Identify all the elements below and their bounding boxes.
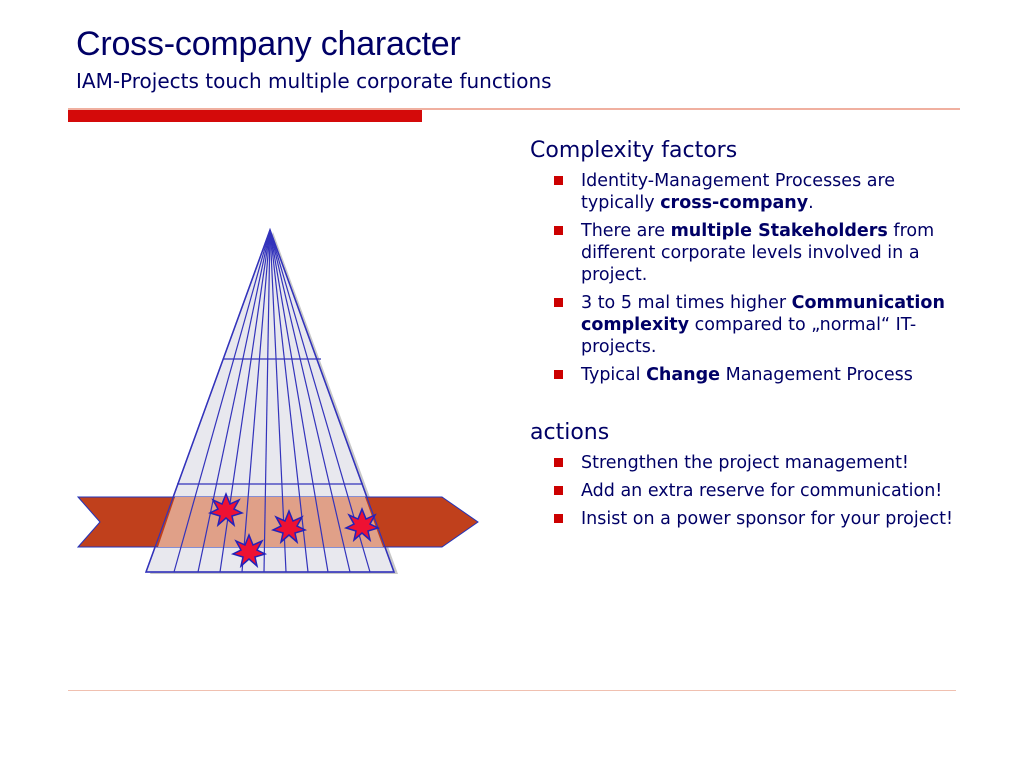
bullet-square-icon bbox=[554, 486, 563, 495]
section-heading-actions: actions bbox=[530, 420, 610, 445]
list-item: Insist on a power sponsor for your proje… bbox=[530, 508, 960, 530]
title-rule bbox=[68, 108, 960, 110]
actions-list: Strengthen the project management! Add a… bbox=[530, 452, 960, 530]
bullet-square-icon bbox=[554, 458, 563, 467]
section-heading-complexity: Complexity factors bbox=[530, 138, 738, 163]
bullet-square-icon bbox=[554, 176, 563, 185]
list-item: Add an extra reserve for communication! bbox=[530, 480, 960, 502]
pyramid-grid-lines bbox=[145, 228, 395, 573]
footer-rule bbox=[68, 690, 956, 691]
list-item: Identity-Management Processes are typica… bbox=[530, 170, 960, 214]
list-item: There are multiple Stakeholders from dif… bbox=[530, 220, 960, 286]
burst-icon bbox=[207, 491, 245, 528]
bullet-square-icon bbox=[554, 370, 563, 379]
slide-title: Cross-company character bbox=[76, 25, 461, 63]
bullet-square-icon bbox=[554, 298, 563, 307]
complexity-list: Identity-Management Processes are typica… bbox=[530, 170, 960, 386]
pyramid-diagram bbox=[76, 227, 479, 574]
list-item: 3 to 5 mal times higher Communication co… bbox=[530, 292, 960, 358]
content-area: Complexity factors Identity-Management P… bbox=[530, 136, 960, 536]
band-pyramid-overlap bbox=[158, 497, 383, 547]
list-item: Strengthen the project management! bbox=[530, 452, 960, 474]
title-accent-bar bbox=[68, 110, 422, 122]
burst-icon bbox=[270, 508, 308, 545]
bullet-square-icon bbox=[554, 514, 563, 523]
burst-icon bbox=[230, 532, 268, 569]
bullet-square-icon bbox=[554, 226, 563, 235]
list-item: Typical Change Management Process bbox=[530, 364, 960, 386]
burst-icon bbox=[343, 506, 381, 543]
slide-subtitle: IAM-Projects touch multiple corporate fu… bbox=[76, 69, 552, 93]
